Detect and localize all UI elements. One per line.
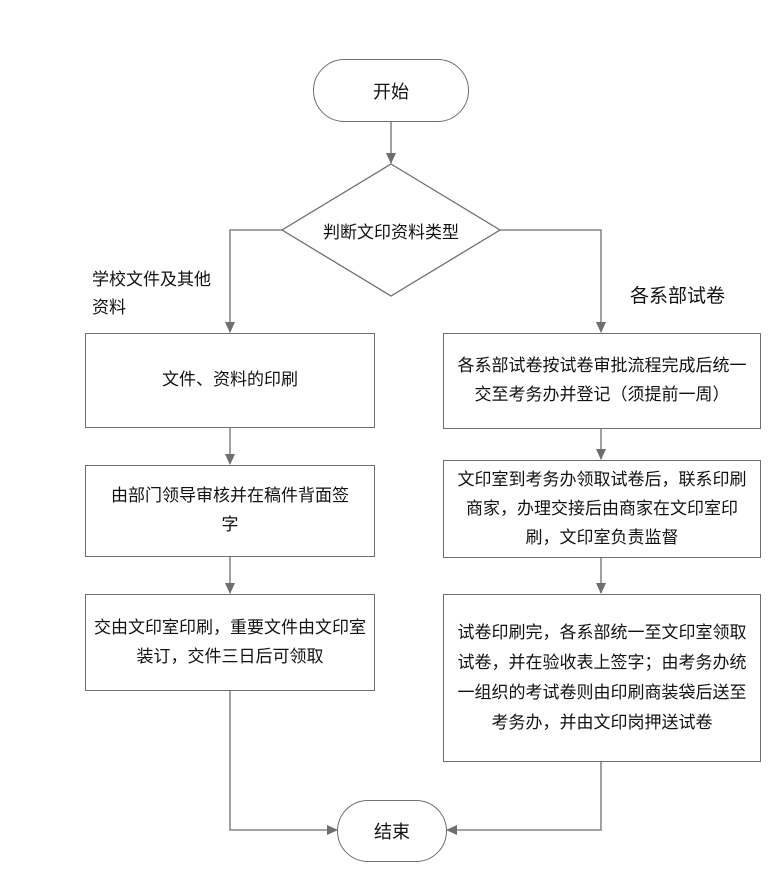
arrow-left-to-end <box>229 691 338 835</box>
right-step-contact-printer: 文印室到考务办领取试卷后，联系印刷商家，办理交接后由商家在文印室印刷，文印室负责… <box>443 460 761 558</box>
arrow-decision-to-left <box>225 229 282 333</box>
branch-left-label: 学校文件及其他资料 <box>92 270 211 318</box>
decision-diamond <box>280 163 502 297</box>
left-step-print-documents: 文件、资料的印刷 <box>85 333 375 428</box>
right-step-collect-exams: 试卷印刷完，各系部统一至文印室领取试卷，并在验收表上签字；由考务办统一组织的考试… <box>443 594 761 762</box>
left-step-print-room: 交由文印室印刷，重要文件由文印室装订，交件三日后可领取 <box>85 594 375 691</box>
arrow-right-to-end <box>446 762 602 835</box>
decision-label: 判断文印资料类型 <box>323 223 459 243</box>
start-label: 开始 <box>373 81 409 103</box>
arrow-decision-to-right <box>500 229 606 333</box>
end-label: 结束 <box>374 822 410 843</box>
start-terminal: 开始 <box>313 59 469 122</box>
branch-right-label: 各系部试卷 <box>630 285 726 307</box>
left-step-leader-review: 由部门领导审核并在稿件背面签字 <box>85 465 375 557</box>
end-terminal: 结束 <box>337 800 447 862</box>
right-step-exam-approval: 各系部试卷按试卷审批流程完成后统一交至考务办并登记（须提前一周） <box>443 333 761 429</box>
